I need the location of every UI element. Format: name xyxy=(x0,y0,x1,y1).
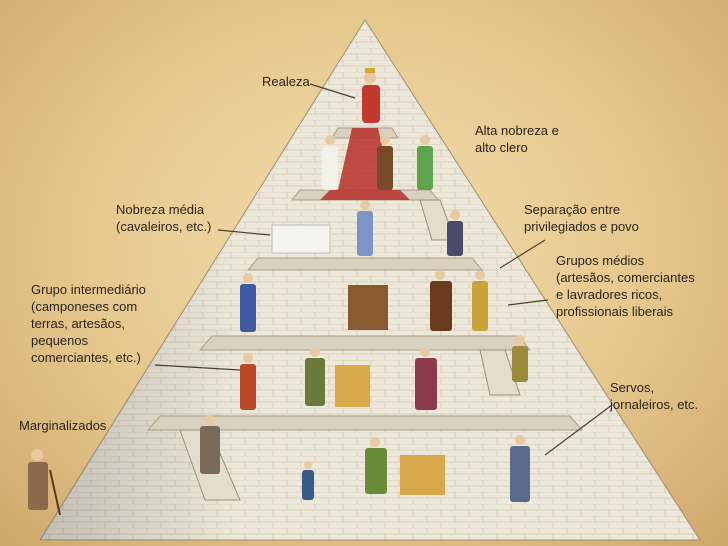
label-realeza: Realeza xyxy=(262,74,310,89)
tier-ledges xyxy=(146,127,584,431)
leader-servos xyxy=(544,404,613,456)
label-nobreza-media: Nobreza média (cavaleiros, etc.) xyxy=(116,202,212,234)
leader-realeza xyxy=(309,83,356,99)
label-grupos-medios: Grupos médios (artesãos, comerciantes e … xyxy=(556,253,695,319)
leader-separacao xyxy=(499,239,546,269)
label-servos: Servos, jornaleiros, etc. xyxy=(610,380,699,412)
leader-lines xyxy=(154,83,613,456)
leader-grupos-medios xyxy=(507,299,549,306)
label-marginalizados: Marginalizados xyxy=(19,418,107,433)
ledge-3 xyxy=(246,257,484,271)
figures xyxy=(28,68,530,516)
leader-nobreza-media xyxy=(217,229,271,236)
ledge-4 xyxy=(198,335,532,351)
ledge-5 xyxy=(146,415,584,431)
label-separacao: Separação entre privilegiados e povo xyxy=(524,202,639,234)
label-grupo-intermediario: Grupo intermediário (camponeses com terr… xyxy=(31,282,146,365)
label-alta-nobreza: Alta nobreza e alto clero xyxy=(475,123,559,155)
leader-grupo-intermediario xyxy=(154,364,241,371)
